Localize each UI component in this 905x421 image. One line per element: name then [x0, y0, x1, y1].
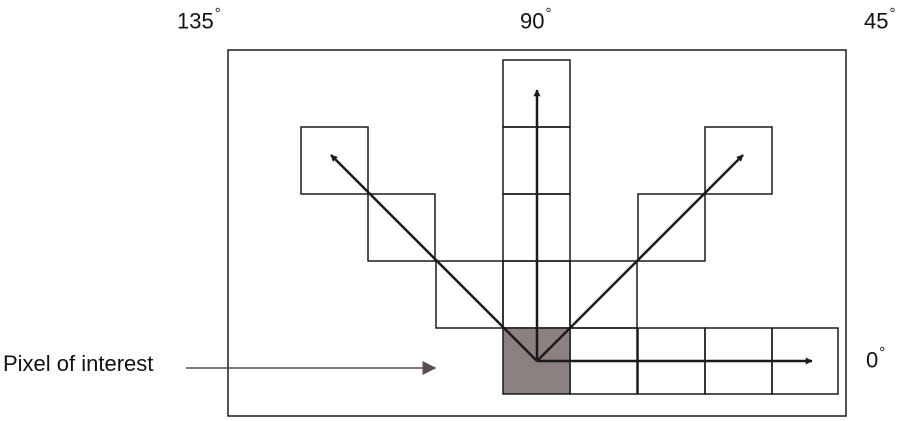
angle-value-0: 0 [866, 347, 879, 373]
grid-cell [367, 193, 436, 262]
grid-cell [300, 126, 369, 195]
degree-symbol: ° [214, 5, 221, 22]
arrow-45-degrees [536, 154, 744, 362]
degree-symbol: ° [879, 344, 886, 361]
angle-label-0: 0° [866, 344, 886, 373]
pixel-of-interest-label: Pixel of interest [3, 351, 154, 376]
angle-value-135: 135 [177, 8, 214, 34]
degree-symbol: ° [889, 5, 896, 22]
grid-cell [637, 193, 706, 262]
image-frame [227, 49, 847, 417]
degree-symbol: ° [545, 5, 552, 22]
angle-label-45: 45° [864, 5, 896, 34]
angle-value-90: 90 [520, 8, 545, 34]
grid-cell [435, 260, 504, 329]
angle-label-135: 135° [177, 5, 221, 34]
grid-cell [704, 126, 773, 195]
angle-label-90: 90° [520, 5, 552, 34]
direction-arrows [330, 89, 813, 365]
angle-value-45: 45 [864, 8, 889, 34]
arrow-135-degrees [330, 154, 538, 362]
